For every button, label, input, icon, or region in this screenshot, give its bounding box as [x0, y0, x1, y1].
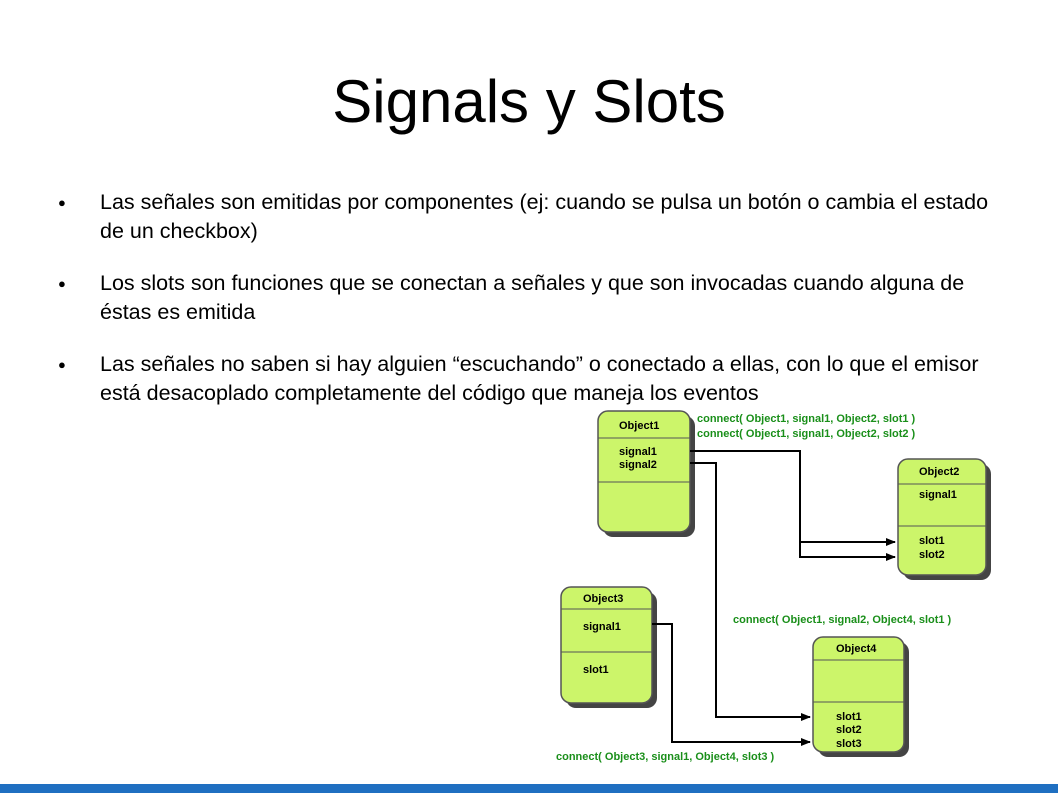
bullet-text: Las señales son emitidas por componentes…: [100, 190, 989, 243]
object4-box: Object4 slot1 slot2 slot3: [812, 636, 909, 757]
bullet-text: Las señales no saben si hay alguien “esc…: [100, 352, 979, 405]
object1-title: Object1: [619, 420, 659, 432]
connection-label-1: connect( Object1, signal1, Object2, slot…: [697, 413, 916, 425]
object2-slot1: slot1: [919, 535, 945, 547]
object4-slot2: slot2: [836, 724, 862, 736]
bullet-icon: ●: [58, 357, 66, 372]
object1-signal1: signal1: [619, 446, 657, 458]
object2-signal1: signal1: [919, 489, 957, 501]
object1-box: Object1 signal1 signal2: [597, 410, 695, 537]
object2-title: Object2: [919, 466, 959, 478]
object2-slot2: slot2: [919, 549, 945, 561]
object2-box: Object2 signal1 slot1 slot2: [897, 458, 991, 580]
connection-line-o1s2-o4slot1: [690, 462, 811, 721]
object3-slot1: slot1: [583, 664, 609, 676]
object4-title: Object4: [836, 643, 877, 655]
object1-signal2: signal2: [619, 459, 657, 471]
object4-slot3: slot3: [836, 738, 862, 750]
object3-box: Object3 signal1 slot1: [560, 586, 657, 708]
bullet-item: ● Los slots son funciones que se conecta…: [58, 269, 1008, 327]
connection-line-o1s1-o2slot2: [799, 451, 896, 561]
object3-title: Object3: [583, 593, 623, 605]
connection-label-3: connect( Object1, signal2, Object4, slot…: [733, 614, 952, 626]
connection-label-2: connect( Object1, signal1, Object2, slot…: [697, 428, 916, 440]
object3-signal1: signal1: [583, 621, 621, 633]
object4-slot1: slot1: [836, 711, 862, 723]
bullet-text: Los slots son funciones que se conectan …: [100, 271, 965, 324]
bullet-icon: ●: [58, 276, 66, 291]
bullet-item: ● Las señales son emitidas por component…: [58, 188, 1008, 246]
slide-title: Signals y Slots: [332, 68, 726, 135]
connection-line-o3s1-o4slot3: [652, 623, 811, 746]
connection-line-o1s1-o2slot1: [690, 450, 896, 546]
bullet-item: ● Las señales no saben si hay alguien “e…: [58, 350, 1008, 408]
bullet-list: ● Las señales son emitidas por component…: [58, 188, 1008, 431]
connection-label-4: connect( Object3, signal1, Object4, slot…: [556, 751, 775, 763]
footer-bar: [0, 784, 1058, 793]
bullet-icon: ●: [58, 195, 66, 210]
